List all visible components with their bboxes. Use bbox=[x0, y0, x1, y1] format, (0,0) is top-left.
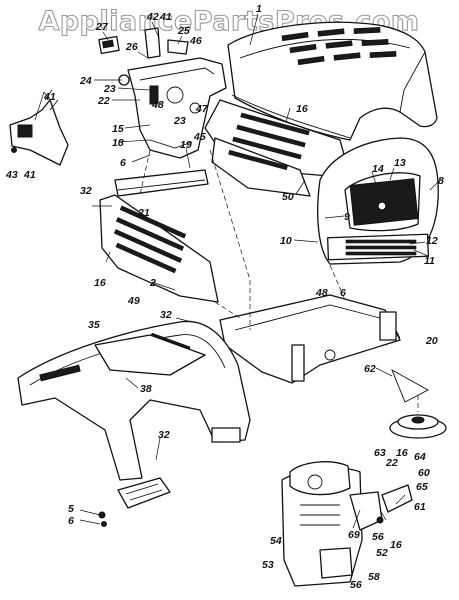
front-panel-part bbox=[99, 194, 219, 303]
callout: 27 bbox=[95, 21, 109, 33]
chassis-frame-part bbox=[219, 294, 401, 384]
pulley-part bbox=[389, 368, 447, 439]
callout: 9 bbox=[344, 211, 350, 223]
dash-panel-part bbox=[98, 27, 227, 159]
callout: 6 bbox=[68, 515, 74, 527]
callout: 20 bbox=[425, 335, 438, 347]
callout: 23 bbox=[173, 115, 186, 127]
callout: 48 bbox=[315, 287, 328, 299]
callout: 47 bbox=[195, 103, 209, 115]
callout: 16 bbox=[396, 447, 408, 459]
callout: 48 bbox=[151, 99, 164, 111]
callout: 50 bbox=[282, 191, 294, 203]
callout: 10 bbox=[280, 235, 292, 247]
callout: 35 bbox=[88, 319, 100, 331]
callout: 32 bbox=[80, 185, 92, 197]
fender-part bbox=[17, 320, 251, 481]
callout: 38 bbox=[140, 383, 152, 395]
leader-lines bbox=[34, 13, 439, 529]
callout: 63 bbox=[374, 447, 386, 459]
grille-part bbox=[317, 137, 439, 265]
callout: 53 bbox=[262, 559, 274, 571]
callout-labels: 1 42 41 27 26 25 46 24 23 22 48 47 16 41… bbox=[5, 3, 444, 591]
bracket-part bbox=[114, 169, 209, 197]
callout: 58 bbox=[368, 571, 380, 583]
callout: 15 bbox=[112, 123, 124, 135]
callout: 54 bbox=[270, 535, 282, 547]
callout: 6 bbox=[340, 287, 346, 299]
callout: 26 bbox=[125, 41, 138, 53]
callout: 32 bbox=[160, 309, 172, 321]
callout: 41 bbox=[159, 11, 172, 23]
callout: 18 bbox=[112, 137, 124, 149]
seat-bracket-part bbox=[9, 89, 69, 166]
callout: 32 bbox=[158, 429, 170, 441]
hood-part bbox=[227, 21, 438, 141]
callout: 69 bbox=[348, 529, 360, 541]
callout: 16 bbox=[94, 277, 106, 289]
callout: 64 bbox=[414, 451, 426, 463]
step-plate-part bbox=[98, 477, 171, 527]
callout: 42 bbox=[146, 11, 159, 23]
callout: 56 bbox=[350, 579, 362, 591]
guide-line bbox=[214, 301, 241, 319]
callout: 45 bbox=[193, 131, 206, 143]
callout: 56 bbox=[372, 531, 384, 543]
guide-line bbox=[329, 264, 346, 301]
callout: 24 bbox=[79, 75, 92, 87]
callout: 5 bbox=[68, 503, 74, 515]
callout: 19 bbox=[180, 139, 192, 151]
callout: 60 bbox=[418, 467, 430, 479]
callout: 21 bbox=[137, 207, 150, 219]
callout: 23 bbox=[103, 83, 116, 95]
callout: 16 bbox=[390, 539, 402, 551]
callout: 46 bbox=[189, 35, 202, 47]
callout: 14 bbox=[372, 163, 384, 175]
callout: 16 bbox=[296, 103, 308, 115]
watermark-text: AppliancePartsPros.com bbox=[38, 6, 419, 37]
callout: 43 bbox=[5, 169, 18, 181]
side-panel-part bbox=[204, 99, 346, 197]
callout: 2 bbox=[149, 277, 156, 289]
guide-line bbox=[209, 149, 251, 330]
callout: 25 bbox=[177, 25, 190, 37]
callout: 49 bbox=[127, 295, 140, 307]
callout: 62 bbox=[364, 363, 376, 375]
callout: 1 bbox=[256, 3, 262, 15]
callout: 8 bbox=[438, 175, 444, 187]
callout: 65 bbox=[416, 481, 428, 493]
callout: 13 bbox=[394, 157, 406, 169]
callout: 41 bbox=[23, 169, 36, 181]
callout: 6 bbox=[120, 157, 126, 169]
engine-part bbox=[281, 461, 413, 587]
callout: 22 bbox=[385, 457, 398, 469]
callout: 41 bbox=[43, 91, 56, 103]
callout: 61 bbox=[414, 501, 426, 513]
callout: 22 bbox=[97, 95, 110, 107]
callout: 52 bbox=[376, 547, 388, 559]
callout: 12 bbox=[426, 235, 438, 247]
callout: 11 bbox=[424, 255, 435, 267]
